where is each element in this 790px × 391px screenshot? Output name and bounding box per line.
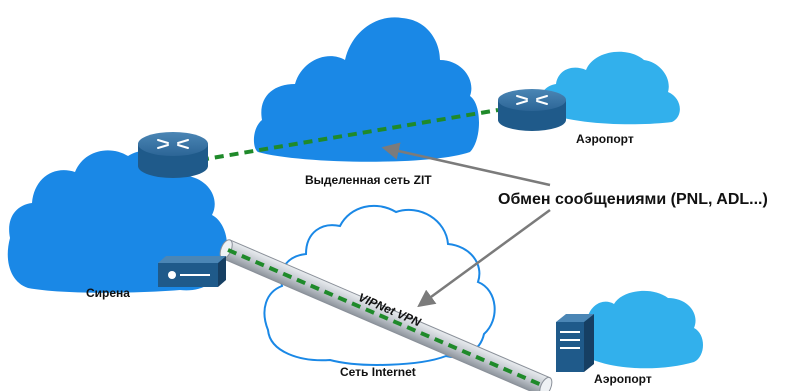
dedicated-network-label: Выделенная сеть ZIT: [305, 173, 432, 187]
siren-label: Сирена: [86, 286, 130, 300]
airport-bottom-label: Аэропорт: [594, 372, 652, 386]
dedicated-network-cloud-icon: [253, 17, 479, 162]
router-icon-airport: [498, 89, 566, 131]
arrow-to-dedicated: [381, 142, 551, 187]
server-icon: [556, 314, 594, 372]
airport-top-label: Аэропорт: [576, 132, 634, 146]
dedicated-link-line: [199, 108, 499, 162]
message-exchange-label: Обмен сообщениями (PNL, ADL...): [498, 191, 768, 208]
router-icon-siren: [138, 132, 208, 178]
internet-cloud-icon: [263, 204, 496, 366]
arrow-to-internet: [417, 208, 551, 308]
airport-bottom-cloud-icon: [569, 290, 703, 369]
internet-label: Сеть Internet: [340, 365, 416, 379]
vpn-appliance-icon: [158, 256, 226, 287]
airport-top-cloud-icon: [539, 51, 680, 125]
vpn-link-line: [227, 248, 545, 388]
